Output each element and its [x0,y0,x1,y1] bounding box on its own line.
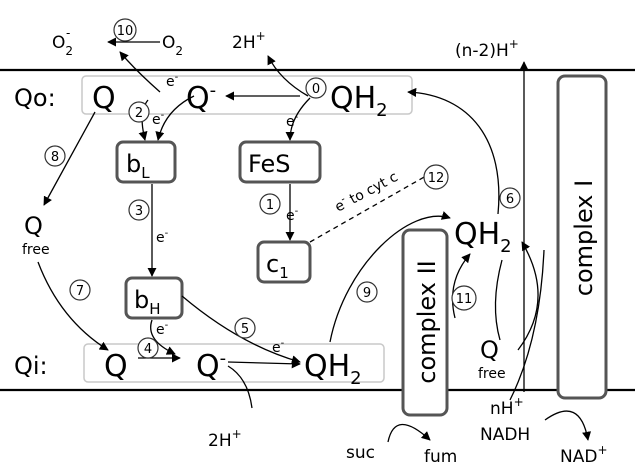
qi-site-box [83,343,385,383]
two-protons-bottom-label: 2H+ [208,427,242,451]
fumarate-label: fum [424,447,457,467]
svg-text:e-: e- [166,72,179,90]
complex-i-label: complex I [570,180,598,296]
superoxide-label: O2- [52,26,73,58]
bl-label: bL [126,150,150,182]
quinol-middle-label: QH2 [454,217,512,257]
step-8: 8 [51,150,59,165]
oxygen-label: O2 [162,33,183,58]
reaction-arrows [37,37,592,443]
step-12: 12 [428,171,445,186]
free-label-left: free [22,242,50,258]
step-2: 2 [135,106,143,121]
step-10: 10 [117,24,134,39]
step-6: 6 [506,192,514,207]
step-0: 0 [312,82,320,97]
nadh-label: NADH [480,425,530,445]
complex-ii-box [401,228,449,417]
step-5: 5 [241,322,249,337]
n-minus-2-protons-label: (n-2)H+ [455,37,519,61]
qi-semiquinone-label: Q- [196,348,226,384]
electron-labels: e- e- e- e- e- e- e- [152,72,299,356]
to-cyt-c-label: e- to cyt c [331,167,400,215]
n-protons-label: nH+ [490,395,524,419]
complex-i-box [556,74,608,400]
qi-quinone-label: Q [104,349,128,384]
svg-text:e-: e- [156,228,169,246]
c1-label: c1 [266,250,289,282]
step-7: 7 [76,284,84,299]
free-quinone-right: Q [480,336,499,364]
qi-quinol-label: QH2 [304,349,362,389]
qo-semiquinone-label: Q- [186,80,216,116]
step-4: 4 [144,342,152,357]
two-protons-top-label: 2H+ [232,29,266,53]
qo-site-label: Qo: [14,84,56,112]
qi-site-label: Qi: [14,352,48,380]
qo-quinol-label: QH2 [330,81,388,121]
step-11: 11 [456,292,473,307]
svg-text:e-: e- [272,338,285,356]
svg-text:e-: e- [156,320,169,338]
svg-text:e-: e- [152,110,165,128]
bh-label: bH [134,286,161,318]
free-quinone-left: Q [24,212,43,240]
step-1: 1 [266,198,274,213]
c1-box [256,240,312,284]
step-3: 3 [135,204,143,219]
complex-ii-label: complex II [413,260,441,384]
nad-label: NAD+ [560,443,608,467]
succinate-label: suc [346,443,375,463]
fes-box [238,140,322,184]
svg-text:e-: e- [286,206,299,224]
bl-box [115,140,177,184]
step-9: 9 [363,286,371,301]
bh-box [124,276,184,320]
free-label-right: free [478,366,506,382]
qo-quinone-label: Q [92,81,116,116]
fes-label: FeS [248,150,291,178]
step-markers: 10 0 2 8 3 1 12 6 7 9 5 11 4 [44,18,521,359]
svg-text:e-: e- [286,112,299,130]
